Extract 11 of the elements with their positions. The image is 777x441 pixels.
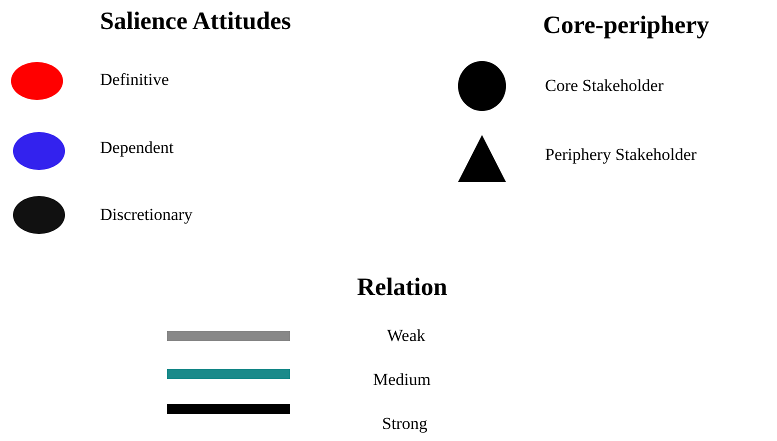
legend-label: Dependent: [100, 138, 174, 158]
legend-label: Periphery Stakeholder: [545, 145, 697, 165]
legend-heading: Relation: [357, 274, 448, 302]
legend-label: Strong: [382, 414, 428, 434]
legend-label: Core Stakeholder: [545, 76, 664, 96]
legend-heading: Core-periphery: [543, 12, 710, 40]
legend-label: Discretionary: [100, 205, 193, 225]
legend-label: Weak: [387, 326, 426, 346]
legend-label: Medium: [373, 370, 431, 390]
legend-heading: Salience Attitudes: [100, 8, 291, 36]
legend-label: Definitive: [100, 70, 169, 90]
